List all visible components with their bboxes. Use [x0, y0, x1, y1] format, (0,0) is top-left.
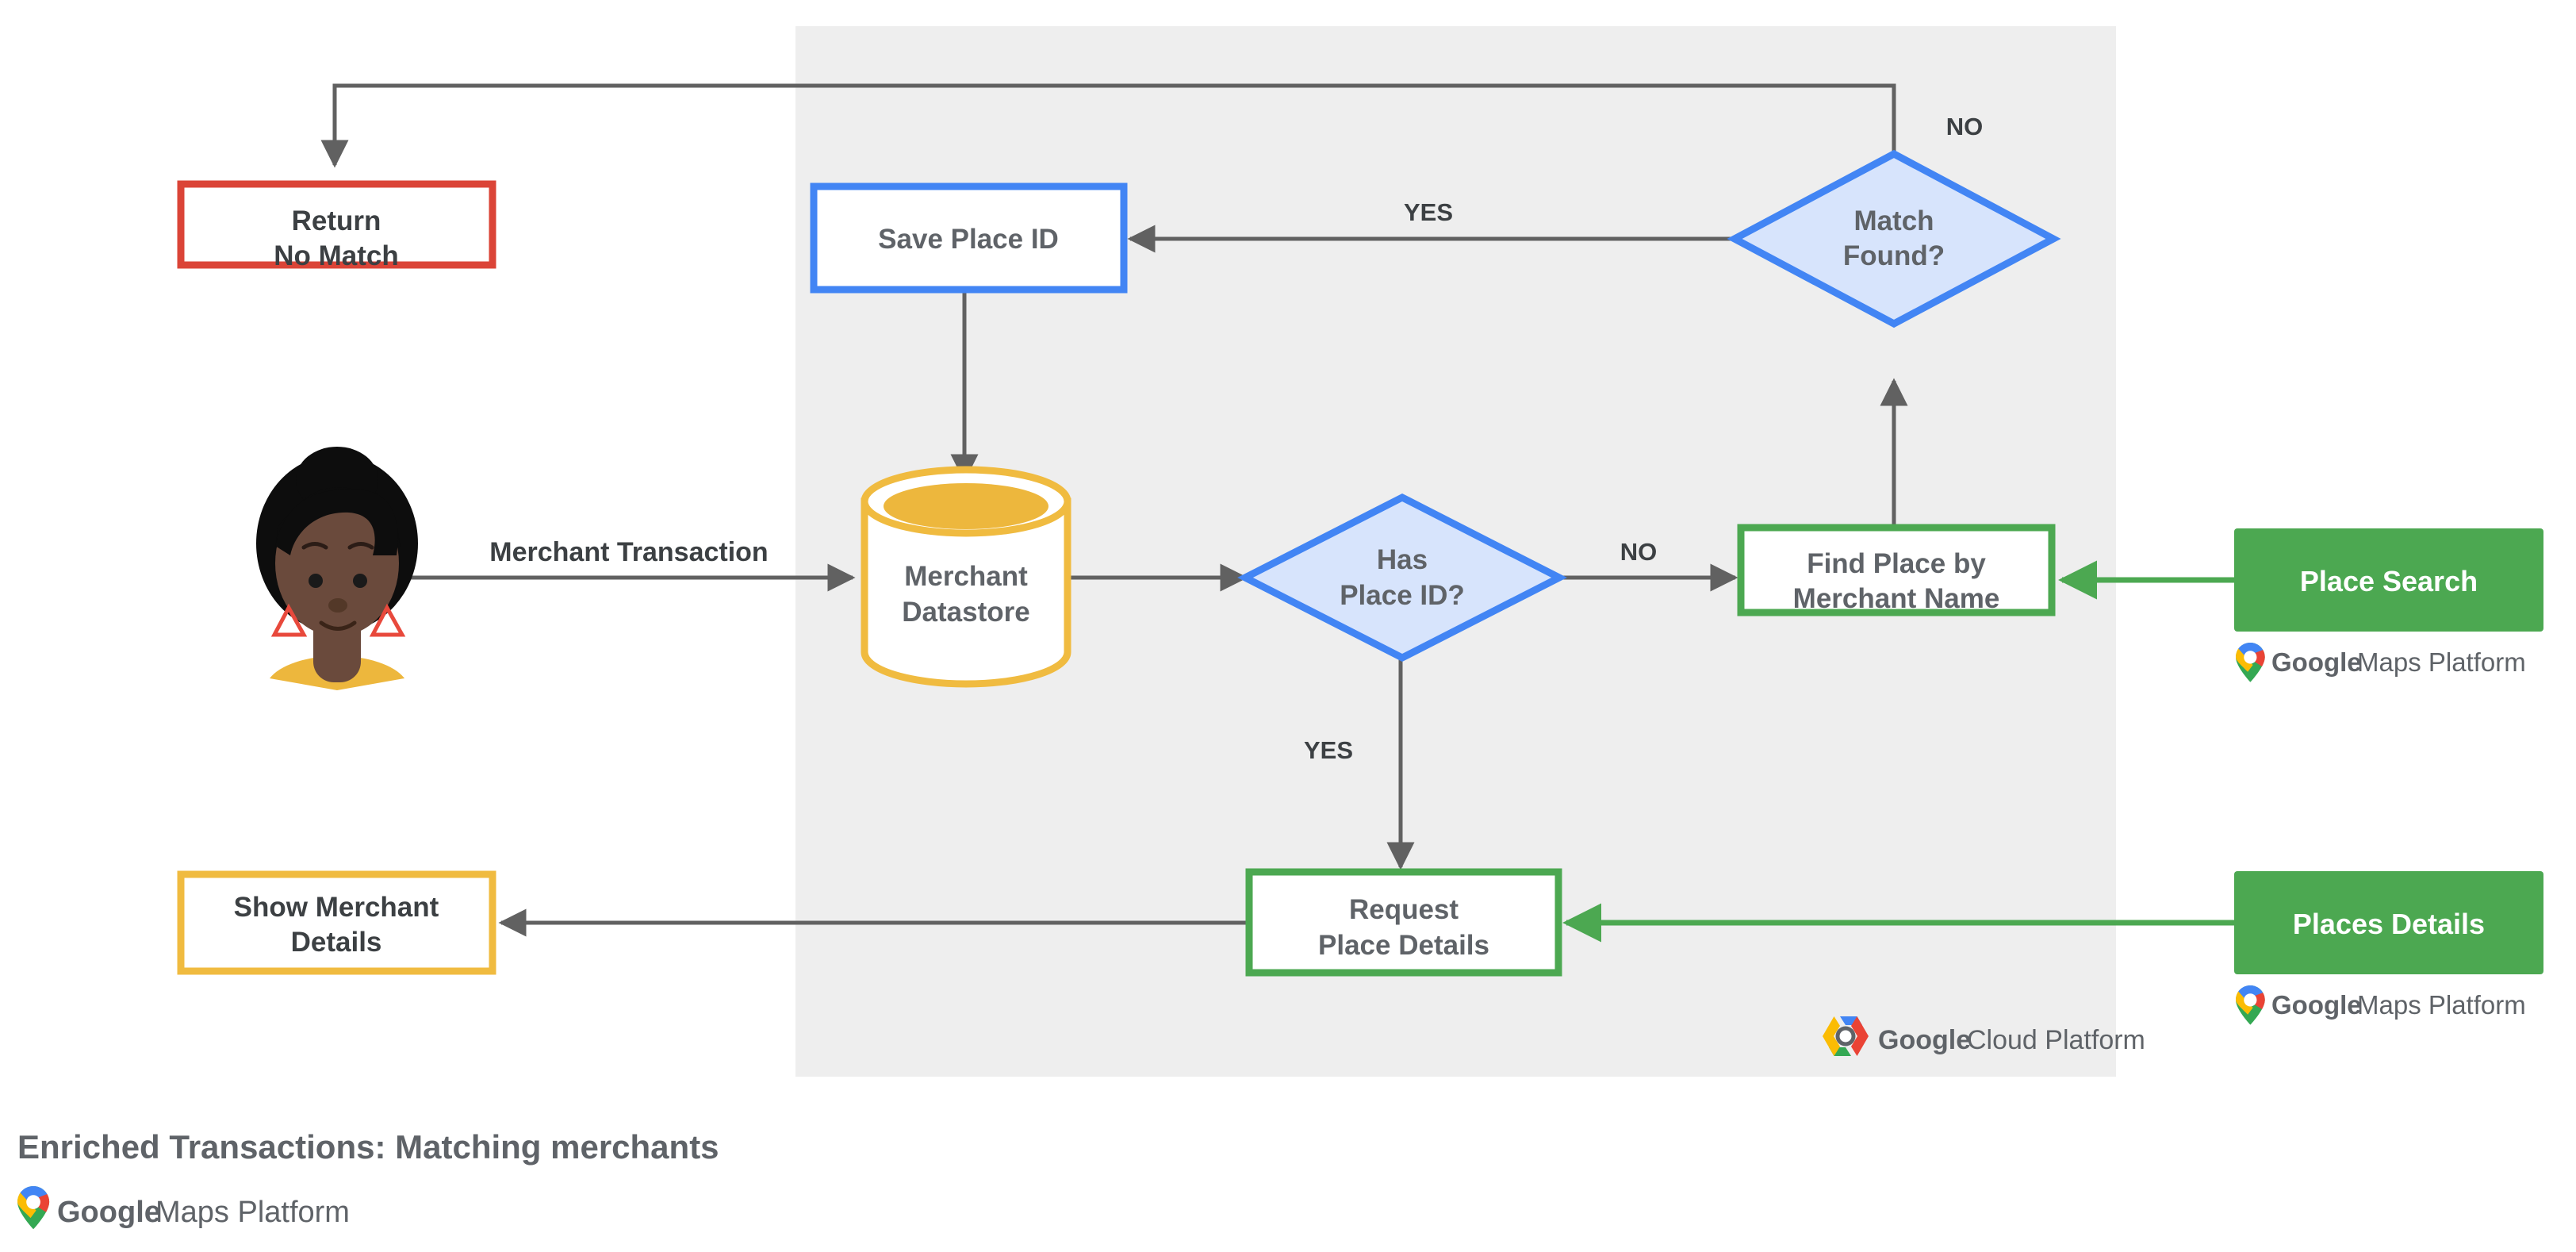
- node-place-search-label: Place Search: [2300, 565, 2478, 597]
- badge-gcp-panel-product: Cloud Platform: [1967, 1025, 2145, 1055]
- edge-label-has-place-id-no: NO: [1620, 538, 1658, 566]
- node-has-place-id[interactable]: Has Place ID?: [1237, 493, 1567, 662]
- node-return-no-match-line1: Return: [292, 205, 381, 236]
- edge-label-match-found-no: NO: [1946, 113, 1984, 140]
- badge-gmp-caption-product: Maps Platform: [155, 1196, 350, 1229]
- edge-label-match-found-yes: YES: [1404, 198, 1453, 226]
- merchant-customer-avatar: [256, 447, 418, 690]
- badge-gmp-caption: Google Maps Platform: [17, 1186, 350, 1230]
- badge-gmp-caption-google: Google: [57, 1196, 161, 1229]
- badge-gcp-panel-google: Google: [1878, 1025, 1971, 1055]
- edge-match-found-no: [320, 83, 1896, 168]
- node-merchant-datastore-line1: Merchant: [904, 561, 1028, 592]
- edge-label-has-place-id-yes: YES: [1304, 736, 1353, 764]
- node-request-place-details-line2: Place Details: [1318, 930, 1489, 961]
- node-has-place-id-line2: Place ID?: [1340, 580, 1465, 611]
- node-request-place-details-line1: Request: [1349, 894, 1459, 925]
- node-match-found-line1: Match: [1853, 205, 1934, 236]
- node-save-place-id[interactable]: Save Place ID: [810, 182, 1128, 294]
- node-show-merchant-details-line1: Show Merchant: [234, 892, 439, 923]
- diagram-caption-title: Enriched Transactions: Matching merchant…: [17, 1128, 719, 1166]
- google-cloud-hexagon-icon: [1823, 1016, 1869, 1056]
- badge-gmp-place-search-google: Google: [2271, 647, 2362, 677]
- google-maps-pin-icon: [2236, 985, 2265, 1025]
- badge-gmp-place-search-product: Maps Platform: [2357, 647, 2526, 677]
- google-maps-pin-icon: [17, 1186, 50, 1230]
- node-places-details-label: Places Details: [2293, 908, 2485, 940]
- node-find-place-by-merchant-name[interactable]: Find Place by Merchant Name: [1737, 524, 2056, 616]
- node-match-found-line2: Found?: [1843, 240, 1945, 271]
- badge-gmp-places-details: Google Maps Platform: [2236, 985, 2526, 1025]
- node-request-place-details[interactable]: Request Place Details: [1245, 868, 1562, 977]
- node-has-place-id-line1: Has: [1377, 544, 1428, 575]
- edge-label-merchant-transaction: Merchant Transaction: [489, 537, 768, 567]
- node-places-details[interactable]: Places Details: [2234, 871, 2543, 974]
- badge-gmp-place-search: Google Maps Platform: [2236, 643, 2526, 682]
- node-show-merchant-details-line2: Details: [291, 927, 382, 958]
- node-match-found[interactable]: Match Found?: [1727, 149, 2061, 328]
- badge-gmp-places-details-product: Maps Platform: [2357, 990, 2526, 1020]
- node-show-merchant-details[interactable]: Show Merchant Details: [177, 870, 496, 975]
- node-find-place-line2: Merchant Name: [1793, 583, 2000, 614]
- node-place-search[interactable]: Place Search: [2234, 528, 2543, 632]
- node-find-place-line1: Find Place by: [1807, 548, 1986, 579]
- node-merchant-datastore-line2: Datastore: [902, 597, 1029, 628]
- node-return-no-match-line2: No Match: [274, 240, 399, 271]
- node-save-place-id-line1: Save Place ID: [878, 224, 1059, 255]
- node-return-no-match[interactable]: Return No Match: [177, 180, 496, 271]
- node-merchant-datastore[interactable]: Merchant Datastore: [861, 466, 1071, 688]
- badge-gcp-panel: Google Cloud Platform: [1823, 1016, 2145, 1056]
- badge-gmp-places-details-google: Google: [2271, 990, 2362, 1020]
- google-maps-pin-icon: [2236, 643, 2265, 682]
